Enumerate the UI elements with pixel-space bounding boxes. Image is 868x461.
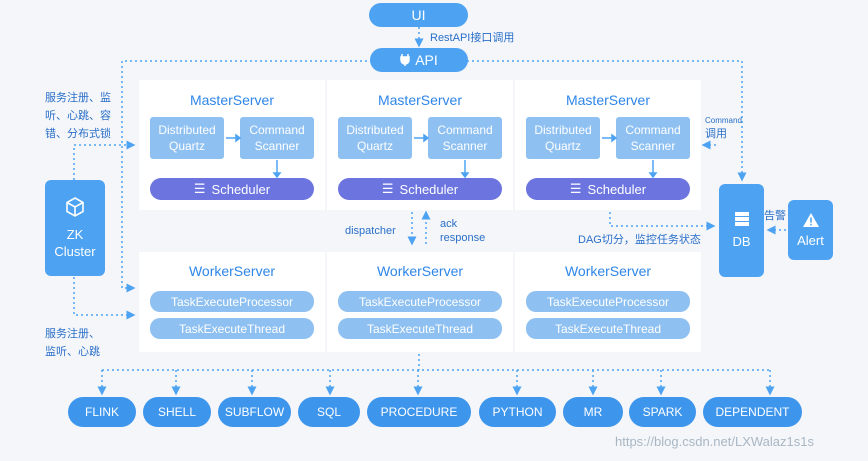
database-icon: ☰ [193, 181, 206, 196]
command-scanner: Command Scanner [240, 117, 314, 159]
master-server-title: MasterServer [565, 92, 651, 108]
scheduler-bar: ☰ Scheduler [526, 178, 690, 200]
task-type-dependent: DEPENDENT [703, 397, 802, 427]
zk-master-note: 服务注册、监 听、心跳、容 错、分布式锁 [45, 89, 121, 143]
alert-node: Alert [788, 200, 833, 260]
distributed-quartz: Distributed Quartz [526, 117, 600, 159]
command-note: Command 调用 [705, 116, 742, 141]
master-server-1: MasterServer Distributed Quartz Command … [139, 80, 325, 210]
task-type-sql: SQL [298, 397, 360, 427]
cluster-label: Cluster [54, 244, 96, 259]
worker-server-title: WorkerServer [564, 263, 652, 279]
master-server-title: MasterServer [189, 92, 275, 108]
task-type-procedure: PROCEDURE [367, 397, 471, 427]
warning-icon [802, 212, 819, 227]
worker-server-title: WorkerServer [376, 263, 464, 279]
command-call-label: 调用 [705, 128, 727, 140]
response-label: response [440, 232, 486, 244]
zk-worker-note: 服务注册、 监听、心跳 [45, 325, 121, 361]
dag-label: DAG切分，监控任务状态 [578, 234, 701, 246]
task-type-spark: SPARK [629, 397, 696, 427]
api-db-link [467, 60, 747, 182]
worker-server-title: WorkerServer [188, 263, 276, 279]
task-execute-thread: TaskExecuteThread [150, 318, 314, 339]
note-line: 服务注册、监 [45, 92, 111, 104]
worker-server-1: WorkerServer TaskExecuteProcessor TaskEx… [139, 252, 325, 352]
command-scanner: Command Scanner [616, 117, 690, 159]
task-type-flink: FLINK [68, 397, 136, 427]
db-label: DB [732, 234, 751, 249]
task-execute-processor: TaskExecuteProcessor [150, 291, 314, 312]
zk-cluster-node: ZK Cluster [45, 180, 105, 276]
worker-server-2: WorkerServer TaskExecuteProcessor TaskEx… [327, 252, 513, 352]
task-execute-thread: TaskExecuteThread [338, 318, 502, 339]
task-execute-processor: TaskExecuteProcessor [526, 291, 690, 312]
ui-node: UI [369, 3, 468, 27]
scheduler-bar: ☰ Scheduler [150, 178, 314, 200]
task-type-subflow: SUBFLOW [218, 397, 291, 427]
api-left-link [121, 60, 372, 293]
ui-label: UI [411, 7, 426, 23]
api-label: API [415, 52, 438, 68]
distributed-quartz: Distributed Quartz [338, 117, 412, 159]
worker-server-3: WorkerServer TaskExecuteProcessor TaskEx… [515, 252, 701, 352]
command-label: Command [705, 116, 742, 125]
task-execute-thread: TaskExecuteThread [526, 318, 690, 339]
alert-label: Alert [797, 232, 824, 248]
master-server-2: MasterServer Distributed Quartz Command … [327, 80, 513, 210]
scheduler-bar: ☰ Scheduler [338, 178, 502, 200]
restapi-label: RestAPI接口调用 [430, 32, 515, 44]
plug-icon [400, 54, 410, 66]
ack-label: ack [440, 218, 458, 230]
scheduler-label: Scheduler [399, 181, 459, 197]
database-icon: ☰ [381, 181, 394, 196]
cube-icon [66, 197, 84, 217]
task-type-mr: MR [563, 397, 623, 427]
note-line: 听、心跳、容 [45, 110, 111, 122]
zk-label: ZK [66, 227, 84, 242]
command-scanner: Command Scanner [428, 117, 502, 159]
scheduler-label: Scheduler [211, 181, 271, 197]
watermark: https://blog.csdn.net/LXWalaz1s1s [615, 434, 814, 449]
master-server-3: MasterServer Distributed Quartz Command … [515, 80, 701, 210]
note-line: 服务注册、 [45, 328, 100, 340]
master-server-title: MasterServer [377, 92, 463, 108]
scheduler-label: Scheduler [587, 181, 647, 197]
zk-master-link [73, 140, 136, 180]
task-type-python: PYTHON [479, 397, 556, 427]
alarm-label: 告警 [764, 210, 786, 222]
database-icon [734, 212, 749, 226]
db-node: DB [719, 184, 764, 277]
task-execute-processor: TaskExecuteProcessor [338, 291, 502, 312]
ack-note: ack response [440, 217, 485, 245]
database-icon: ☰ [569, 181, 582, 196]
task-type-shell: SHELL [143, 397, 211, 427]
note-line: 错、分布式锁 [45, 128, 111, 140]
distributed-quartz: Distributed Quartz [150, 117, 224, 159]
note-line: 监听、心跳 [45, 346, 100, 358]
api-node: API [370, 48, 468, 72]
dispatcher-label: dispatcher [345, 225, 396, 237]
